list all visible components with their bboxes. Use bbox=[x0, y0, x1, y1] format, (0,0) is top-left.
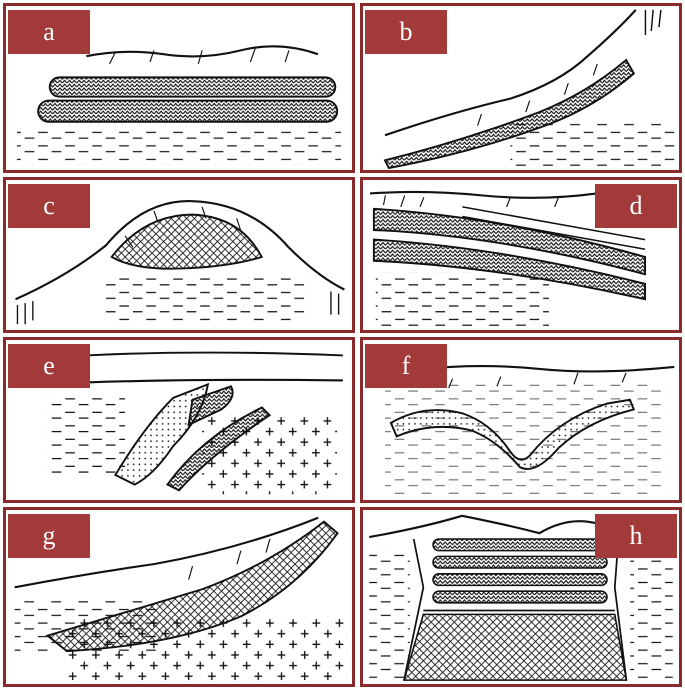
panel-d: d bbox=[360, 177, 682, 333]
panel-g: g bbox=[3, 507, 355, 687]
panel-label-f: f bbox=[365, 344, 447, 388]
panel-b: b bbox=[360, 3, 682, 173]
panel-e: e bbox=[3, 337, 355, 503]
panel-f: f bbox=[360, 337, 682, 503]
panel-label-d: d bbox=[595, 184, 677, 228]
panel-label-h: h bbox=[595, 514, 677, 558]
panel-c: c bbox=[3, 177, 355, 333]
panel-label-b: b bbox=[365, 10, 447, 54]
diagram-e bbox=[47, 351, 343, 495]
panel-label-e: e bbox=[8, 344, 90, 388]
diagram-g bbox=[14, 516, 348, 681]
panel-label-a: a bbox=[8, 10, 90, 54]
diagram-h bbox=[369, 514, 675, 681]
panel-label-c: c bbox=[8, 184, 90, 228]
panel-a: a bbox=[3, 3, 355, 173]
diagram-d bbox=[369, 189, 675, 327]
diagram-c bbox=[15, 200, 345, 325]
diagram-f bbox=[385, 364, 675, 495]
panel-label-g: g bbox=[8, 514, 90, 558]
diagram-b bbox=[383, 9, 675, 170]
diagram-a bbox=[16, 45, 342, 165]
panel-h: h bbox=[360, 507, 682, 687]
